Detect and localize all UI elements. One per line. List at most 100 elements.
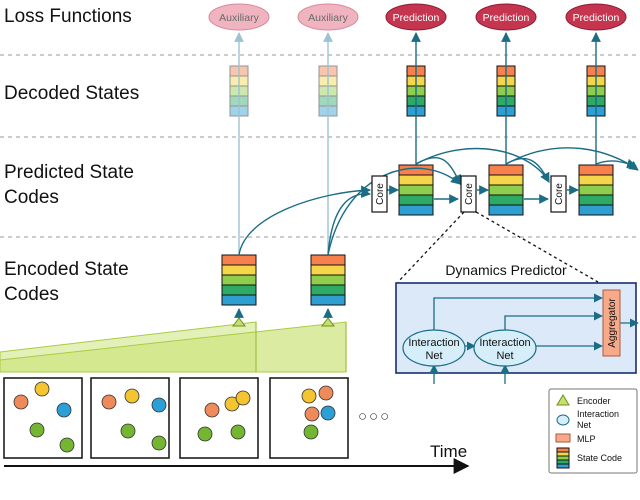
state-code-segment [310, 264, 346, 276]
state-code-segment [488, 194, 524, 206]
core-box: Core [550, 175, 567, 213]
state-code-segment [310, 294, 346, 306]
encoder-wedges [0, 321, 347, 373]
zoom-line [397, 211, 465, 283]
state-code-segment [398, 184, 434, 196]
state-code-segment [556, 455, 570, 461]
core-label: Core [554, 183, 565, 205]
ball [151, 435, 167, 451]
ball [56, 402, 72, 418]
svg-text:Prediction: Prediction [573, 12, 620, 24]
loss-node-prediction: Prediction [475, 3, 537, 31]
state-code-segment [221, 284, 257, 296]
svg-text:Net: Net [496, 350, 513, 362]
core-label: Core [464, 183, 475, 205]
row-label-loss: Loss Functions [4, 6, 132, 27]
balls [13, 381, 336, 453]
arrow-code-to-next [595, 158, 637, 169]
state-code-segment [221, 264, 257, 276]
aggregator-box: Aggregator [602, 289, 621, 357]
state-code-segment [556, 451, 570, 457]
encoder-icon [232, 317, 246, 327]
ball [151, 397, 167, 413]
state-code-segment [398, 164, 434, 176]
row-separators [0, 54, 640, 238]
state-code-segment [221, 274, 257, 286]
mlp-icon [555, 433, 571, 443]
row-label-encoded: Encoded State [4, 259, 129, 280]
state-code-segment [556, 447, 570, 453]
encoded-state-code [221, 254, 257, 306]
svg-text:Auxiliary: Auxiliary [219, 12, 259, 24]
core-box: Core [371, 175, 388, 213]
predicted-state-code [578, 164, 614, 216]
ball [34, 381, 50, 397]
ball [304, 406, 320, 422]
legend-state-code: State Code [577, 453, 622, 463]
dynamics-wires [429, 293, 639, 384]
ball [230, 424, 246, 440]
state-code-segment [310, 284, 346, 296]
encoded-state-code [310, 254, 346, 306]
state-code-segment [488, 204, 524, 216]
state-code-segment [556, 463, 570, 469]
state-code-segment [221, 254, 257, 266]
time-label: Time [430, 442, 467, 461]
ball [13, 394, 29, 410]
ball [235, 390, 251, 406]
row-label-encoded: Codes [4, 284, 59, 305]
state-code-segment [310, 254, 346, 266]
frames [3, 377, 349, 459]
ball [303, 424, 319, 440]
state-code-segment [398, 204, 434, 216]
legend-mlp: MLP [577, 434, 596, 444]
legend-interaction-net: Net [577, 420, 592, 430]
encoder-icon [556, 394, 570, 406]
loss-node-prediction: Prediction [565, 3, 627, 31]
loss-node-prediction: Prediction [385, 3, 447, 31]
svg-text:Interaction: Interaction [408, 337, 459, 349]
dynamics-title: Dynamics Predictor [445, 262, 567, 278]
state-code-segment [578, 204, 614, 216]
state-code-segment [578, 174, 614, 186]
legend-interaction-net: Interaction [577, 409, 619, 419]
ball [124, 388, 140, 404]
svg-text:Interaction: Interaction [479, 337, 530, 349]
ball [29, 422, 45, 438]
row-label-decoded: Decoded States [4, 83, 140, 104]
ball [120, 423, 136, 439]
state-code-segment [556, 459, 570, 465]
ball [301, 388, 317, 404]
svg-text:Net: Net [425, 350, 442, 362]
arrow-code-to-core [327, 167, 461, 256]
predicted-state-code [488, 164, 524, 216]
loss-node-auxiliary: Auxiliary [208, 3, 270, 31]
state-code-segment [310, 274, 346, 286]
interaction-net: Interaction Net [473, 329, 537, 367]
ball [197, 426, 213, 442]
core-box: Core [460, 175, 477, 213]
state-code-segment [488, 184, 524, 196]
core-input-arrows [238, 147, 639, 256]
state-code-segment [578, 184, 614, 196]
ellipsis: ○○○ [358, 408, 391, 425]
ball [59, 437, 75, 453]
arrow-code-to-core [415, 147, 550, 183]
state-code-segment [398, 174, 434, 186]
state-code-segment [488, 164, 524, 176]
svg-text:Auxiliary: Auxiliary [308, 12, 348, 24]
ball [320, 405, 336, 421]
core-label: Core [375, 183, 386, 205]
legend-frame [548, 388, 638, 474]
arrow-code-to-core [327, 188, 371, 256]
state-code-icon-stack [556, 447, 570, 469]
svg-text:Prediction: Prediction [483, 12, 530, 24]
state-code-segment [221, 294, 257, 306]
row-label-predicted: Predicted State [4, 162, 134, 183]
state-code-segment [578, 194, 614, 206]
state-code-segment [578, 164, 614, 176]
interaction-net: Interaction Net [402, 329, 466, 367]
interaction-net-icon [556, 414, 570, 426]
frame [179, 377, 259, 459]
